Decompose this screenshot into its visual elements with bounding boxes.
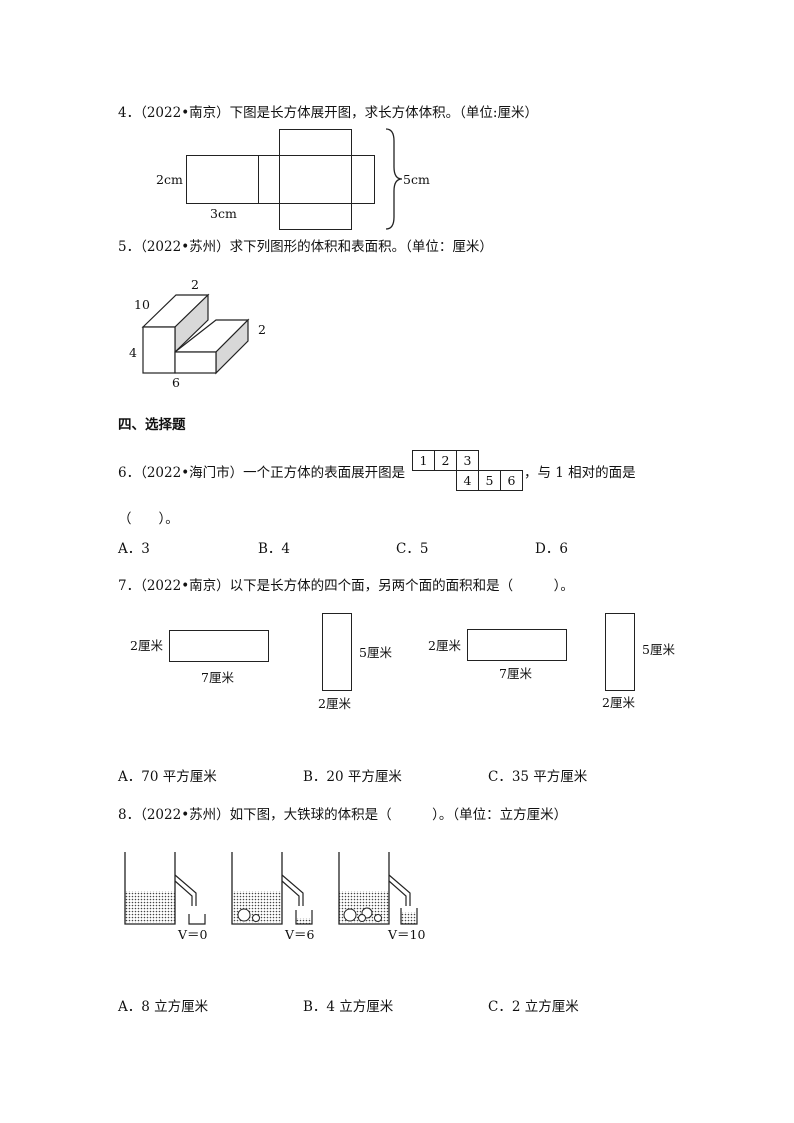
face-3 xyxy=(467,629,567,661)
face-2-side: 5厘米 xyxy=(359,645,392,660)
brace-icon xyxy=(385,128,403,230)
tank-2-volume: V＝6 xyxy=(285,927,315,942)
label-5cm: 5cm xyxy=(403,172,430,187)
option-6c[interactable]: C．5 xyxy=(396,541,429,557)
option-8a[interactable]: A．8 立方厘米 xyxy=(118,999,209,1015)
option-7b[interactable]: B．20 平方厘米 xyxy=(303,769,402,785)
net-face-center xyxy=(279,129,352,230)
face-1-side: 2厘米 xyxy=(130,638,163,653)
face-3-side: 2厘米 xyxy=(428,638,461,653)
option-8b[interactable]: B．4 立方厘米 xyxy=(303,999,394,1015)
face-4-side: 5厘米 xyxy=(642,642,675,657)
face-1 xyxy=(169,630,269,662)
question-7-text: 7．（2022•南京）以下是长方体的四个面，另两个面的面积和是（ ）。 xyxy=(118,578,574,594)
tank-3 xyxy=(338,852,418,925)
option-6d[interactable]: D．6 xyxy=(535,541,568,557)
dim-top: 2 xyxy=(191,277,199,292)
net-cell-1: 1 xyxy=(412,450,435,471)
face-2 xyxy=(322,613,352,691)
tank-1 xyxy=(124,852,206,925)
net-cell-5: 5 xyxy=(478,470,501,491)
option-7a[interactable]: A．70 平方厘米 xyxy=(118,769,217,785)
question-8-text: 8．（2022•苏州）如下图，大铁球的体积是（ ）。（单位：立方厘米） xyxy=(118,807,568,823)
dim-bottom: 6 xyxy=(172,375,180,390)
net-cell-2: 2 xyxy=(434,450,457,471)
label-3cm: 3cm xyxy=(210,206,237,221)
question-4-text: 4．（2022•南京）下图是长方体展开图，求长方体体积。（单位:厘米） xyxy=(118,105,538,121)
net-cell-3: 3 xyxy=(456,450,479,471)
dim-depth: 10 xyxy=(134,297,150,312)
face-1-bottom: 7厘米 xyxy=(201,670,234,685)
net-line-bottom xyxy=(279,203,352,205)
net-face-mid xyxy=(258,155,280,204)
label-2cm: 2cm xyxy=(156,172,183,187)
face-4 xyxy=(605,613,635,691)
question-6-text-after: ，与 1 相对的面是 xyxy=(524,465,636,481)
dim-right: 2 xyxy=(258,322,266,337)
question-5-text: 5．（2022•苏州）求下列图形的体积和表面积。（单位：厘米） xyxy=(118,239,493,255)
face-4-bottom: 2厘米 xyxy=(602,695,635,710)
option-6a[interactable]: A．3 xyxy=(118,541,150,557)
water-tanks-figure xyxy=(124,852,418,925)
dim-left: 4 xyxy=(129,345,137,360)
tank-1-volume: V＝0 xyxy=(178,927,208,942)
section-title: 四、选择题 xyxy=(118,417,186,433)
net-line-top xyxy=(279,155,352,157)
face-3-bottom: 7厘米 xyxy=(499,666,532,681)
net-cell-6: 6 xyxy=(500,470,523,491)
option-7c[interactable]: C．35 平方厘米 xyxy=(488,769,588,785)
question-6-text: 6．（2022•海门市）一个正方体的表面展开图是 xyxy=(118,465,406,481)
step-solid-drawing xyxy=(141,293,250,375)
tank-2 xyxy=(231,852,313,925)
face-2-bottom: 2厘米 xyxy=(318,696,351,711)
tank-3-volume: V＝10 xyxy=(388,927,426,942)
option-6b[interactable]: B．4 xyxy=(258,541,291,557)
net-face-right xyxy=(351,155,375,204)
question-6-paren: （ ）。 xyxy=(118,511,179,527)
net-cell-4: 4 xyxy=(456,470,479,491)
option-8c[interactable]: C．2 立方厘米 xyxy=(488,999,579,1015)
net-face-left xyxy=(186,155,259,204)
